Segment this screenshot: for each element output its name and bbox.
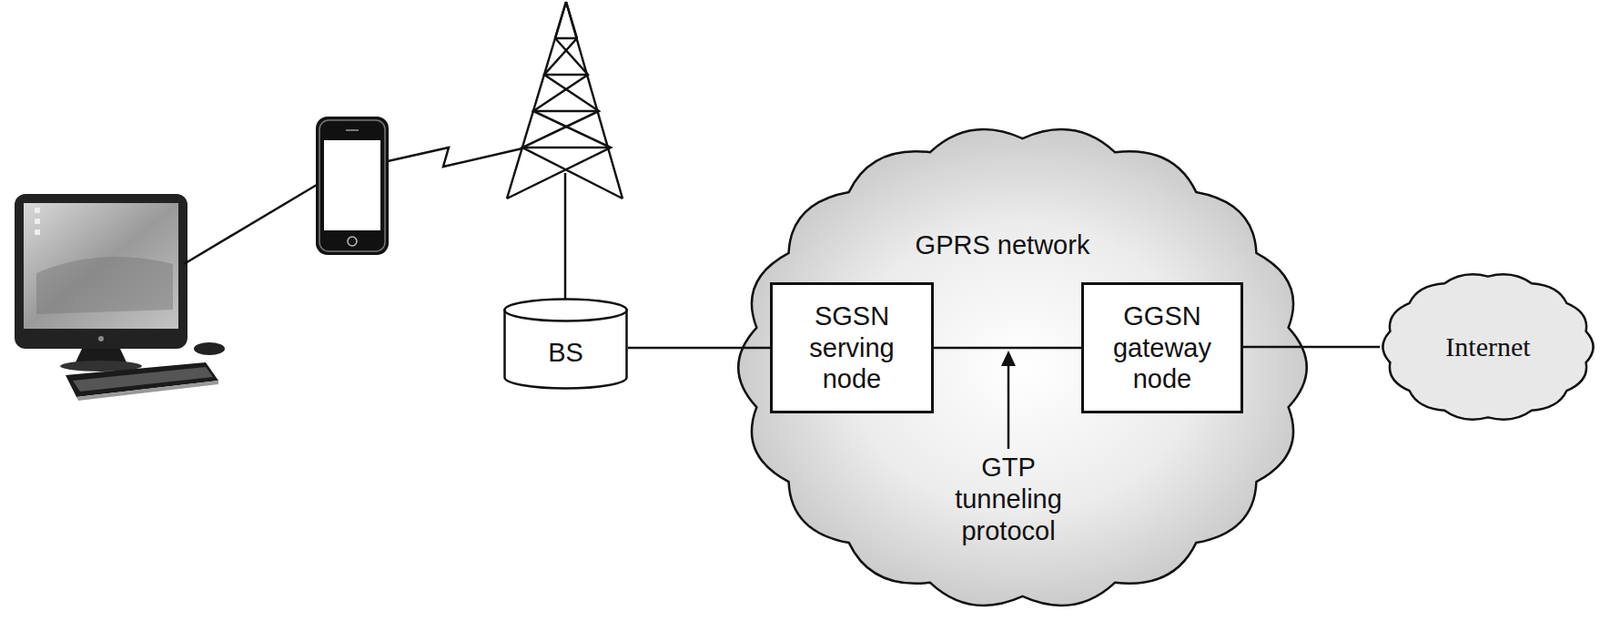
cable	[183, 184, 317, 264]
connector	[933, 346, 1082, 350]
node-label: GGSN gateway node	[1093, 300, 1232, 395]
phone-illustration	[315, 116, 389, 255]
internet-cloud: Internet	[1379, 270, 1597, 424]
connector	[627, 346, 770, 350]
tower-illustration	[506, 1, 623, 301]
node-label: Internet	[1445, 330, 1530, 364]
node-label: SGSN serving node	[781, 300, 922, 395]
base-station: BS	[503, 297, 628, 390]
connector	[1243, 345, 1380, 349]
protocol-label: GTP tunneling protocol	[931, 451, 1086, 547]
node-label: BS	[547, 336, 584, 369]
process-box: SGSN serving node	[769, 282, 934, 414]
network-title: GPRS network	[714, 229, 1291, 262]
radio-link	[387, 147, 523, 167]
process-box: GGSN gateway node	[1081, 282, 1244, 414]
computer-illustration	[14, 193, 225, 401]
